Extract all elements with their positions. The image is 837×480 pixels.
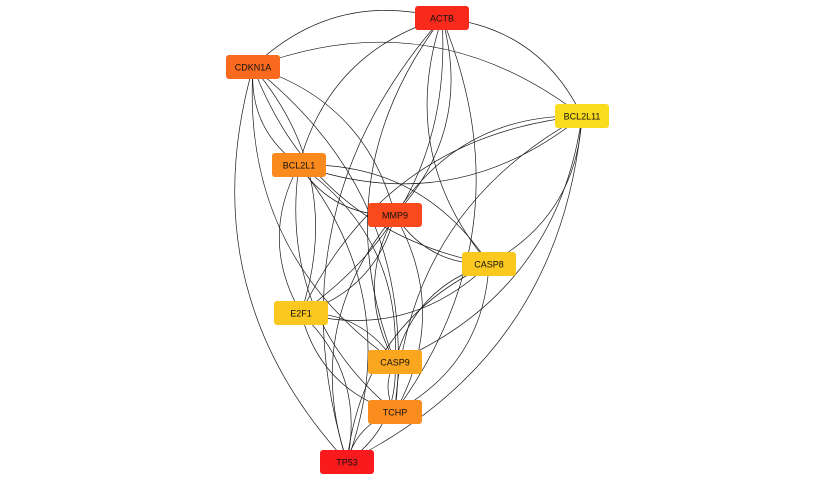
edge-actb-cdkn1a	[252, 10, 443, 68]
edge-actb-tchp	[394, 17, 477, 413]
node-label: TP53	[336, 458, 358, 468]
node-box	[226, 55, 280, 79]
node-box	[368, 400, 422, 424]
edge-bcl2l11-e2f1	[300, 115, 583, 314]
node-tp53[interactable]: TP53	[320, 450, 374, 474]
node-label: CASP8	[474, 260, 504, 270]
edge-cdkn1a-e2f1	[252, 66, 316, 314]
edge-cdkn1a-tp53	[234, 66, 348, 463]
node-box	[415, 6, 469, 30]
edge-actb-mmp9	[394, 17, 452, 216]
node-box	[272, 153, 326, 177]
edge-bcl2l11-mmp9	[394, 115, 583, 216]
edge-bcl2l1-casp9	[298, 164, 396, 363]
node-box	[368, 350, 422, 374]
edge-actb-bcl2l11	[441, 17, 583, 117]
node-label: ACTB	[430, 14, 454, 24]
edge-actb-casp9	[367, 17, 443, 363]
node-label: TCHP	[383, 408, 408, 418]
node-cdkn1a[interactable]: CDKN1A	[226, 55, 280, 79]
edge-casp8-tchp	[394, 263, 490, 413]
node-label: E2F1	[290, 309, 312, 319]
edge-bcl2l1-e2f1	[278, 164, 302, 314]
edge-cdkn1a-casp9	[251, 66, 396, 363]
edge-actb-e2f1	[300, 17, 444, 314]
node-label: CDKN1A	[235, 63, 272, 73]
edge-actb-tp53	[322, 17, 443, 463]
node-actb[interactable]: ACTB	[415, 6, 469, 30]
edge-mmp9-tp53	[332, 214, 396, 463]
edge-actb-bcl2l1	[298, 17, 443, 166]
edges-layer	[234, 10, 583, 463]
edge-e2f1-tp53	[300, 312, 352, 463]
node-bcl2l1[interactable]: BCL2L1	[272, 153, 326, 177]
node-casp9[interactable]: CASP9	[368, 350, 422, 374]
node-tchp[interactable]: TCHP	[368, 400, 422, 424]
node-label: BCL2L1	[283, 161, 316, 171]
node-bcl2l11[interactable]: BCL2L11	[555, 104, 609, 128]
node-e2f1[interactable]: E2F1	[274, 301, 328, 325]
edge-cdkn1a-casp8	[252, 66, 490, 265]
node-label: MMP9	[382, 211, 408, 221]
node-box	[462, 252, 516, 276]
edge-mmp9-tchp	[394, 214, 423, 413]
edge-mmp9-casp9	[374, 214, 396, 363]
edge-bcl2l1-tchp	[295, 164, 396, 413]
edge-bcl2l11-casp9	[394, 115, 583, 363]
edge-bcl2l11-casp8	[488, 115, 583, 265]
edge-bcl2l1-casp8	[298, 164, 490, 265]
node-label: CASP9	[380, 358, 410, 368]
edge-bcl2l11-tp53	[346, 115, 583, 463]
node-box	[368, 203, 422, 227]
node-label: BCL2L11	[564, 112, 601, 122]
node-box	[274, 301, 328, 325]
edge-casp8-tp53	[346, 263, 490, 463]
edge-cdkn1a-bcl2l11	[252, 41, 583, 117]
node-box	[555, 104, 609, 128]
node-casp8[interactable]: CASP8	[462, 252, 516, 276]
nodes-layer: ACTB CDKN1A BCL2L11BCL2L1MMP9CASP8E2F1CASP…	[226, 6, 609, 474]
edge-bcl2l11-bcl2l1	[298, 115, 583, 185]
edge-actb-casp8	[426, 17, 490, 265]
node-mmp9[interactable]: MMP9	[368, 203, 422, 227]
edge-casp8-e2f1	[300, 263, 490, 321]
edge-bcl2l1-tp53	[298, 164, 369, 463]
node-box	[320, 450, 374, 474]
